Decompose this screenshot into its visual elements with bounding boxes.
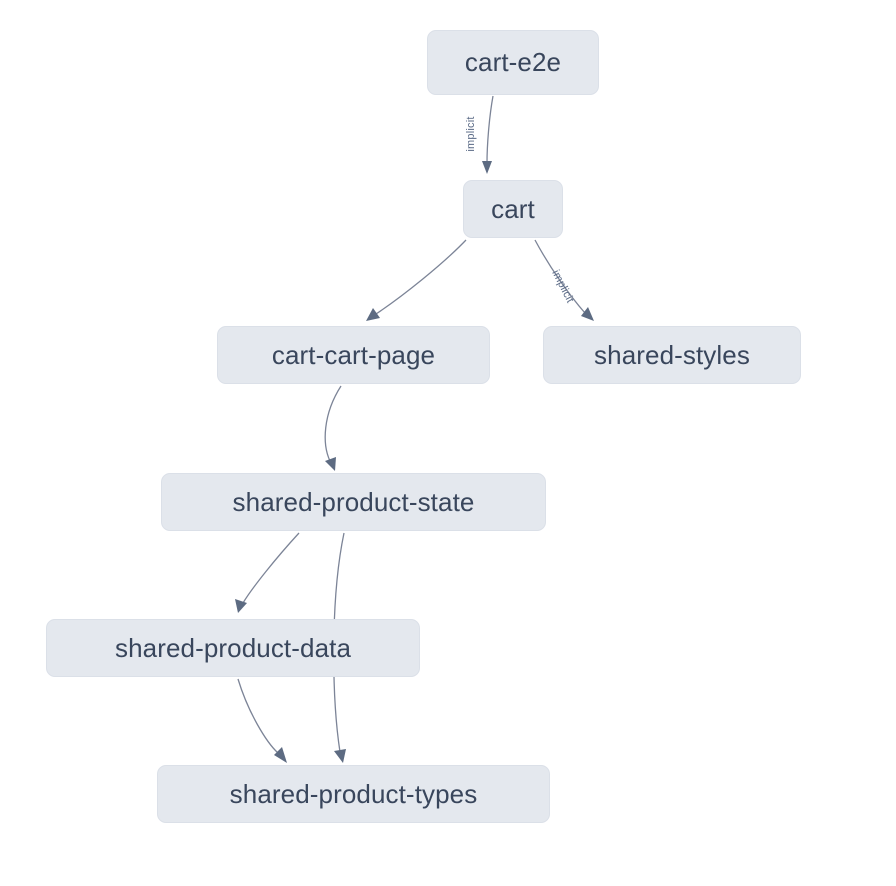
node-cart-e2e[interactable]: cart-e2e (427, 30, 599, 95)
edge-arrowhead (274, 747, 287, 763)
edge-path (486, 95, 494, 164)
edge-cart-cart-page-to-shared-product-state (324, 385, 342, 471)
edge-arrowhead (366, 308, 380, 321)
edge-arrowhead (482, 161, 492, 174)
edge-arrowhead (581, 307, 594, 321)
node-shared-product-data[interactable]: shared-product-data (46, 619, 420, 677)
edge-shared-product-state-to-shared-product-data (235, 532, 300, 613)
edge-path (237, 678, 279, 754)
edge-path (324, 385, 342, 462)
node-cart-cart-page[interactable]: cart-cart-page (217, 326, 490, 384)
edge-arrowhead (334, 749, 346, 763)
edge-path (375, 239, 467, 315)
node-shared-product-types[interactable]: shared-product-types (157, 765, 550, 823)
node-cart[interactable]: cart (463, 180, 563, 238)
edge-path (534, 239, 586, 314)
edge-label-implicit: implicit (549, 268, 576, 305)
edge-label-implicit: implicit (465, 116, 477, 151)
node-shared-styles[interactable]: shared-styles (543, 326, 801, 384)
node-shared-product-state[interactable]: shared-product-state (161, 473, 546, 531)
edge-arrowhead (235, 599, 247, 613)
edge-shared-product-data-to-shared-product-types (237, 678, 287, 763)
edge-cart-to-cart-cart-page (366, 239, 467, 321)
edge-cart-e2e-to-cart: implicit (465, 95, 494, 174)
edge-path (242, 532, 300, 604)
edge-cart-to-shared-styles: implicit (534, 239, 594, 321)
edge-arrowhead (325, 457, 336, 471)
